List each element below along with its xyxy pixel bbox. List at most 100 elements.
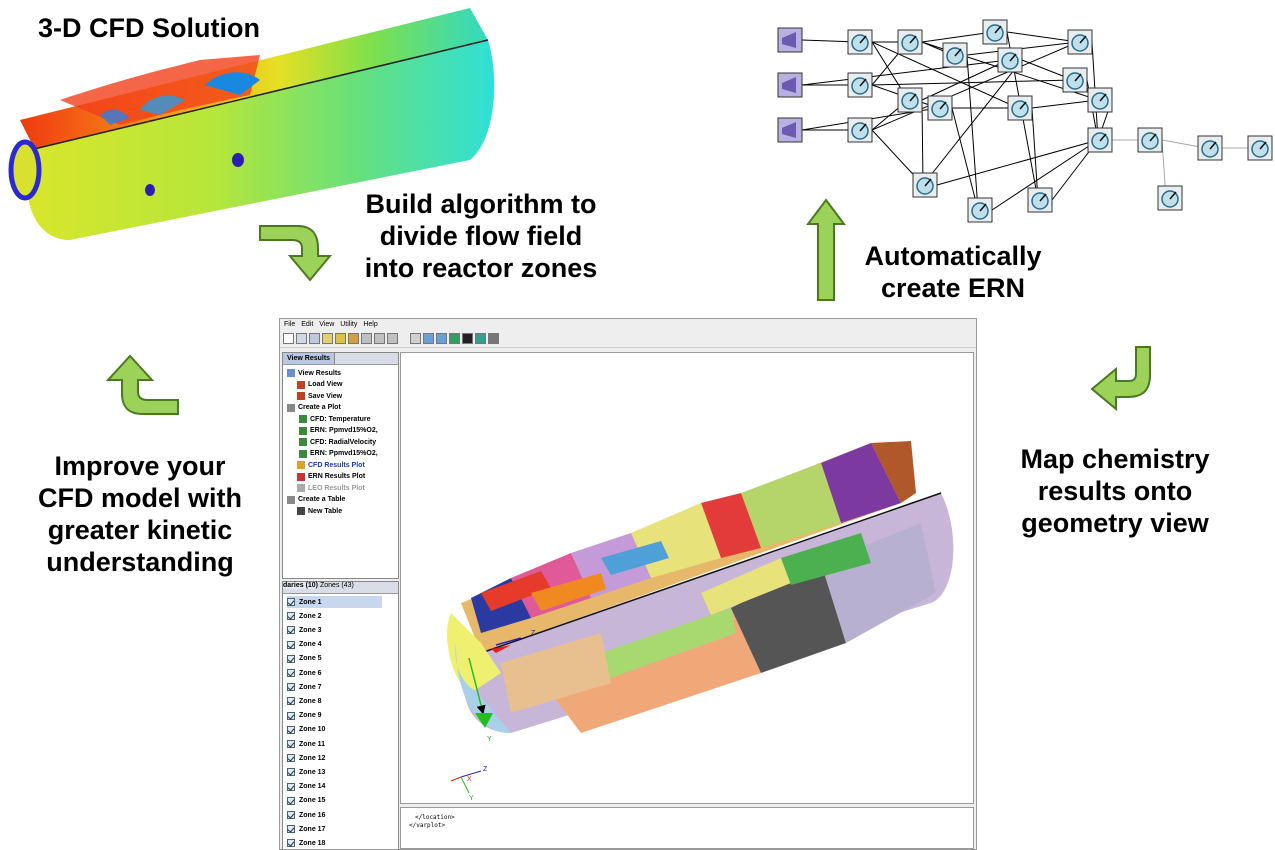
tree-item[interactable]: ERN: Ppmvd15%O2, <box>299 449 378 458</box>
checkbox-icon[interactable] <box>287 697 295 706</box>
zone-list-item[interactable]: Zone 1 <box>287 596 382 608</box>
toolbar-button[interactable] <box>488 333 499 344</box>
zone-list-item[interactable]: Zone 2 <box>287 610 382 622</box>
tree-item[interactable]: LEO Results Plot <box>297 484 365 492</box>
toolbar-button[interactable] <box>283 333 294 344</box>
checkbox-icon[interactable] <box>287 725 295 734</box>
zone-list-item[interactable]: Zone 17 <box>287 823 382 835</box>
ern-reactor-node-icon <box>847 29 873 55</box>
checkbox-icon[interactable] <box>287 683 295 692</box>
checkbox-icon[interactable] <box>287 669 295 677</box>
toolbar-button[interactable] <box>436 333 447 344</box>
zone-list-item[interactable]: Zone 5 <box>287 653 382 665</box>
toolbar-button[interactable] <box>309 333 320 344</box>
ern-edge <box>936 138 1099 186</box>
curved-arrow-down-left-icon <box>1090 346 1151 412</box>
tree-item[interactable]: Load View <box>297 380 343 389</box>
toolbar-button[interactable] <box>361 333 372 344</box>
ern-reactor-node-icon <box>942 42 968 68</box>
zone-list-item[interactable]: Zone 12 <box>287 752 382 764</box>
menu-utility[interactable]: Utility <box>340 321 358 328</box>
tree-item[interactable]: CFD: RadialVelocity <box>299 438 376 446</box>
checkbox-icon[interactable] <box>287 839 295 848</box>
menu-view[interactable]: View <box>319 321 335 328</box>
toolbar-button[interactable] <box>387 333 398 344</box>
console-line-2: </varplot> <box>409 822 446 829</box>
leo-plot-icon <box>297 484 305 492</box>
zone-list-item[interactable]: Zone 16 <box>287 809 382 821</box>
menu-edit[interactable]: Edit <box>301 321 314 328</box>
zone-list-item[interactable]: Zone 8 <box>287 695 382 707</box>
tree-item[interactable]: CFD Results Plot <box>297 461 365 469</box>
cfd-cylinder-render <box>8 8 495 240</box>
tree-item[interactable]: View Results <box>287 369 341 377</box>
tree-item[interactable]: New Table <box>297 507 342 515</box>
zone-list-item[interactable]: Zone 14 <box>287 781 382 793</box>
checkbox-icon[interactable] <box>287 654 295 663</box>
build-algorithm-line-1: Build algorithm to <box>365 189 597 219</box>
zone-list-item[interactable]: Zone 15 <box>287 795 382 807</box>
toolbar-button[interactable] <box>296 333 307 344</box>
tree-item[interactable]: CFD: Temperature <box>299 415 371 423</box>
axis-z-label-model: Z <box>531 630 536 637</box>
toolbar-button[interactable] <box>374 333 385 344</box>
ern-reactor-node-icon <box>847 117 873 143</box>
map-chemistry-line-1: Map chemistry <box>1020 444 1210 474</box>
toolbar-button[interactable] <box>423 333 434 344</box>
checkbox-icon[interactable] <box>287 754 295 763</box>
checkbox-icon[interactable] <box>287 796 295 805</box>
checkbox-icon[interactable] <box>287 740 295 748</box>
folder-icon <box>287 403 295 412</box>
zone-list-item[interactable]: Zone 4 <box>287 639 382 651</box>
toolbar-button[interactable] <box>449 333 460 344</box>
ern-reactor-node-icon <box>1087 127 1113 153</box>
checkbox-icon[interactable] <box>287 825 295 834</box>
checkbox-icon[interactable] <box>287 768 295 777</box>
tree-item[interactable]: Create a Table <box>287 495 345 504</box>
toolbar-button[interactable] <box>348 333 359 344</box>
tab-boundaries[interactable]: daries (10) <box>283 582 319 589</box>
zone-label: Zone 11 <box>299 740 326 748</box>
tree-item[interactable]: ERN Results Plot <box>297 472 365 481</box>
zone-list-item[interactable]: Zone 18 <box>287 837 382 849</box>
menu-help[interactable]: Help <box>363 321 378 328</box>
xml-console: </location> </varplot> <box>400 807 974 849</box>
ern-outlet-node-icon <box>1247 135 1273 161</box>
ern-reactor-node-icon <box>1007 95 1033 121</box>
ern-edge <box>921 59 1009 101</box>
checkbox-icon[interactable] <box>287 626 295 635</box>
toolbar-button[interactable] <box>335 333 346 344</box>
curved-arrow-down-right-icon <box>259 225 333 282</box>
tree-item-label: CFD: Temperature <box>310 415 371 423</box>
checkbox-icon[interactable] <box>287 598 295 606</box>
zone-list-item[interactable]: Zone 6 <box>287 667 382 679</box>
tree-item-label: CFD Results Plot <box>308 461 365 469</box>
tree-item[interactable]: ERN: Ppmvd15%O2, <box>299 426 378 435</box>
checkbox-icon[interactable] <box>287 811 295 819</box>
checkbox-icon[interactable] <box>287 782 295 791</box>
tree-item-label: ERN: Ppmvd15%O2, <box>310 450 378 457</box>
zone-list-item[interactable]: Zone 9 <box>287 710 382 722</box>
tree-item-label: Create a Plot <box>298 404 341 411</box>
toolbar-button[interactable] <box>322 333 333 344</box>
build-algorithm-line-3: into reactor zones <box>364 253 598 283</box>
menu-file[interactable]: File <box>284 321 296 328</box>
checkbox-icon[interactable] <box>287 612 295 621</box>
zone-list-item[interactable]: Zone 10 <box>287 724 382 736</box>
toolbar-button[interactable] <box>475 333 486 344</box>
tab-zones[interactable]: Zones (43) <box>319 582 354 589</box>
zone-list-item[interactable]: Zone 11 <box>287 738 382 750</box>
zone-list-item[interactable]: Zone 7 <box>287 681 382 693</box>
checkbox-icon[interactable] <box>287 711 295 720</box>
tree-item[interactable]: Save View <box>297 392 342 400</box>
geometry-viewport[interactable]: Z Y Z Y X <box>400 352 974 804</box>
toolbar-button[interactable] <box>410 333 421 344</box>
checkbox-icon[interactable] <box>287 640 295 649</box>
zone-list-item[interactable]: Zone 13 <box>287 766 382 778</box>
tab-view-results[interactable]: View Results <box>283 353 336 364</box>
toolbar-button[interactable] <box>462 333 473 344</box>
zone-list-item[interactable]: Zone 3 <box>287 624 382 636</box>
tree-item[interactable]: Create a Plot <box>287 403 341 412</box>
zone-label: Zone 16 <box>299 811 326 819</box>
zone-label: Zone 12 <box>299 754 326 762</box>
